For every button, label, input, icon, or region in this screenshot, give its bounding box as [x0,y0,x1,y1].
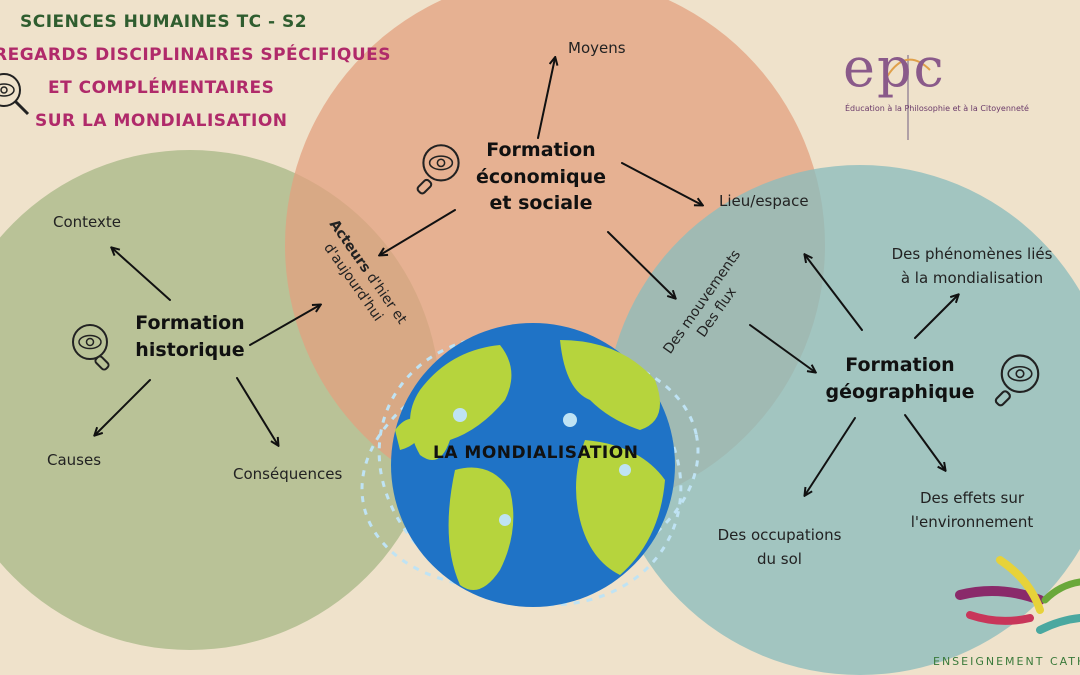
geographique-arrows [749,255,958,495]
geographique-circle [605,165,1080,675]
header-line-4: SUR LA MONDIALISATION [35,111,288,131]
magnifier-eye-icon [994,354,1040,407]
historique-branch-contexte: Contexte [53,213,121,231]
historique-title-line-2: historique [135,338,245,361]
magnifier-eye-icon [0,73,30,116]
globe-illustration [360,323,700,607]
center-label: LA MONDIALISATION [433,443,639,463]
enseignement-catholique-logo [955,556,1080,634]
geographique-branch-phenomenes-line-2: à la mondialisation [900,268,1044,287]
historique-title: Formation historique [120,310,260,363]
header-line-1: SCIENCES HUMAINES TC - S2 [20,12,308,32]
header-line-2: REGARDS DISCIPLINAIRES SPÉCIFIQUES [0,45,392,65]
geographique-branch-occupations-line-2: du sol [757,549,802,568]
epc-logo-letters: epc [843,36,946,99]
geographique-branch-effets-line-1: Des effets sur [919,489,1025,507]
geographique-branch-phenomenes: Des phénomènes liés à la mondialisation [872,245,1072,288]
geographique-title-line-2: géographique [825,380,975,403]
economique-branch-lieu: Lieu/espace [719,192,809,210]
economique-title-line-1: Formation [486,139,596,161]
historique-arrows [95,248,320,445]
epc-logo-graphic [884,55,931,140]
historique-branch-causes: Causes [47,451,102,469]
historique-branch-consequences: Conséquences [233,465,343,483]
footer-brand: ENSEIGNEMENT CATH [933,655,1080,668]
geographique-title-line-1: Formation [845,354,955,376]
economique-title: Formation économique et sociale [466,137,616,217]
geographique-branch-effets-line-2: l'environnement [910,512,1034,531]
geographique-title: Formation géographique [820,352,980,405]
economique-arrows [380,58,702,298]
magnifier-eye-icon [72,324,110,371]
magnifier-eye-icon [416,144,460,195]
economique-title-line-3: et sociale [489,192,593,215]
economique-title-line-2: économique [475,165,607,188]
geographique-branch-effets: Des effets sur l'environnement [897,489,1047,532]
geographique-branch-phenomenes-line-1: Des phénomènes liés [891,245,1053,263]
historique-title-line-1: Formation [135,312,245,334]
geographique-branch-occupations: Des occupations du sol [702,526,857,569]
epc-logo-tagline: Éducation à la Philosophie et à la Citoy… [845,104,1029,113]
economique-branch-moyens: Moyens [568,39,626,57]
header-line-3: ET COMPLÉMENTAIRES [48,78,275,98]
geographique-branch-occupations-line-1: Des occupations [717,526,842,544]
